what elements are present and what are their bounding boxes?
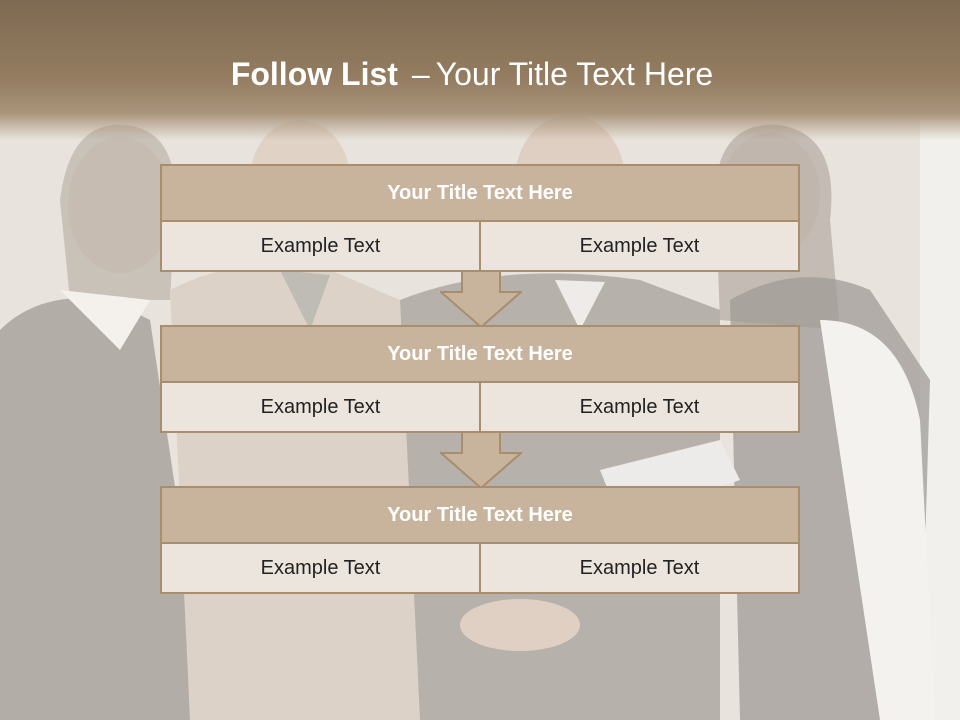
step-box-3: Your Title Text Here Example Text Exampl… bbox=[160, 486, 800, 594]
header-band bbox=[0, 0, 960, 140]
step-row: Example Text Example Text bbox=[162, 222, 798, 270]
step-cell-right: Example Text bbox=[479, 383, 798, 431]
step-cell-left: Example Text bbox=[260, 395, 381, 418]
title-bold: Follow List bbox=[230, 56, 398, 92]
title-separator: – bbox=[411, 56, 430, 92]
title-rest: Your Title Text Here bbox=[435, 56, 714, 92]
step-box-1: Your Title Text Here Example Text Exampl… bbox=[160, 164, 800, 272]
step-row: Example Text Example Text bbox=[162, 544, 798, 592]
step-cell-right: Example Text bbox=[479, 222, 798, 270]
step-cell-right: Example Text bbox=[479, 544, 798, 592]
down-arrow-icon bbox=[440, 431, 522, 489]
step-title: Your Title Text Here bbox=[162, 327, 798, 383]
down-arrow-icon bbox=[440, 270, 522, 328]
step-title: Your Title Text Here bbox=[162, 488, 798, 544]
step-box-2: Your Title Text Here Example Text Exampl… bbox=[160, 325, 800, 433]
step-cell-left: Example Text bbox=[260, 556, 381, 579]
step-cell-left: Example Text bbox=[260, 234, 381, 257]
step-title: Your Title Text Here bbox=[162, 166, 798, 222]
slide-title: Follow List–Your Title Text Here bbox=[0, 56, 944, 93]
step-row: Example Text Example Text bbox=[162, 383, 798, 431]
